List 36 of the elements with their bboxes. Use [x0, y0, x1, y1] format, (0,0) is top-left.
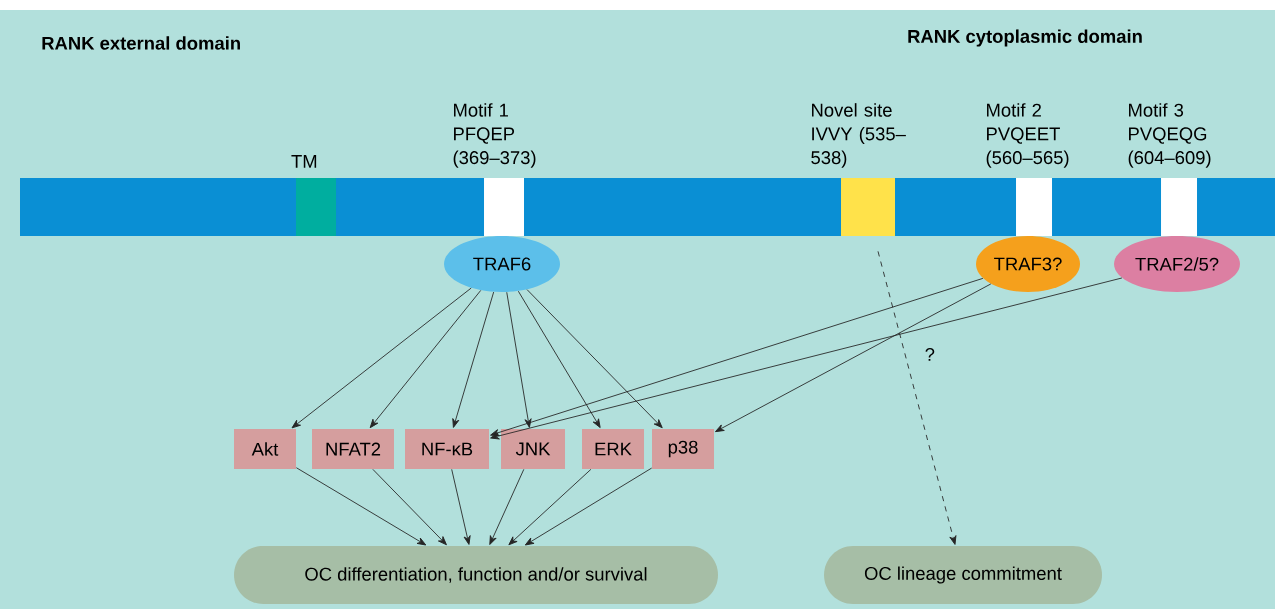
- arrow: [715, 283, 992, 433]
- node-label: Motif 1 PFQEP (369–373): [453, 103, 536, 168]
- kinase-box: p38: [652, 429, 714, 469]
- arrow: [372, 468, 447, 546]
- node-label: Motif 2 PVQEET (560–565): [986, 103, 1069, 168]
- node-label: Motif 3 PVQEQG (604–609): [1128, 103, 1211, 168]
- kinase-box: NFAT2: [312, 429, 394, 469]
- motif-segment: Motif 3 PVQEQG (604–609): [1128, 103, 1211, 236]
- motif-segment: Motif 1 PFQEP (369–373): [453, 103, 536, 236]
- arrow: [490, 277, 984, 437]
- arrow: [291, 287, 472, 429]
- kinase-box: Akt: [234, 429, 296, 469]
- motif-segment: Novel site IVVY (535–538): [811, 103, 906, 236]
- arrow: [295, 467, 427, 546]
- node-label: TM: [291, 155, 317, 168]
- arrow: [489, 468, 525, 545]
- arrow: [452, 291, 495, 428]
- domain-label: RANK external domain: [42, 36, 240, 50]
- outcome-box: OC differentiation, function and/or survival: [234, 546, 718, 604]
- motif-segment: Motif 2 PVQEET (560–565): [986, 103, 1069, 236]
- kinase-box: JNK: [501, 429, 565, 469]
- node-label: Novel site IVVY (535–538): [811, 103, 906, 168]
- arrow: [524, 467, 653, 546]
- arrow: [451, 468, 471, 545]
- arrow: [506, 291, 532, 428]
- kinase-box: ERK: [582, 429, 644, 469]
- kinase-box: NF-κB: [405, 429, 489, 469]
- arrow: [526, 289, 663, 429]
- arrow: [517, 290, 601, 428]
- outcome-box: OC lineage commitment: [824, 546, 1102, 604]
- arrow: [369, 289, 482, 429]
- arrow: [490, 277, 1123, 440]
- domain-label: RANK cytoplasmic domain: [908, 29, 1142, 47]
- arrow: [877, 250, 957, 545]
- arrow: [508, 468, 592, 546]
- motif-segment: TM: [291, 155, 336, 236]
